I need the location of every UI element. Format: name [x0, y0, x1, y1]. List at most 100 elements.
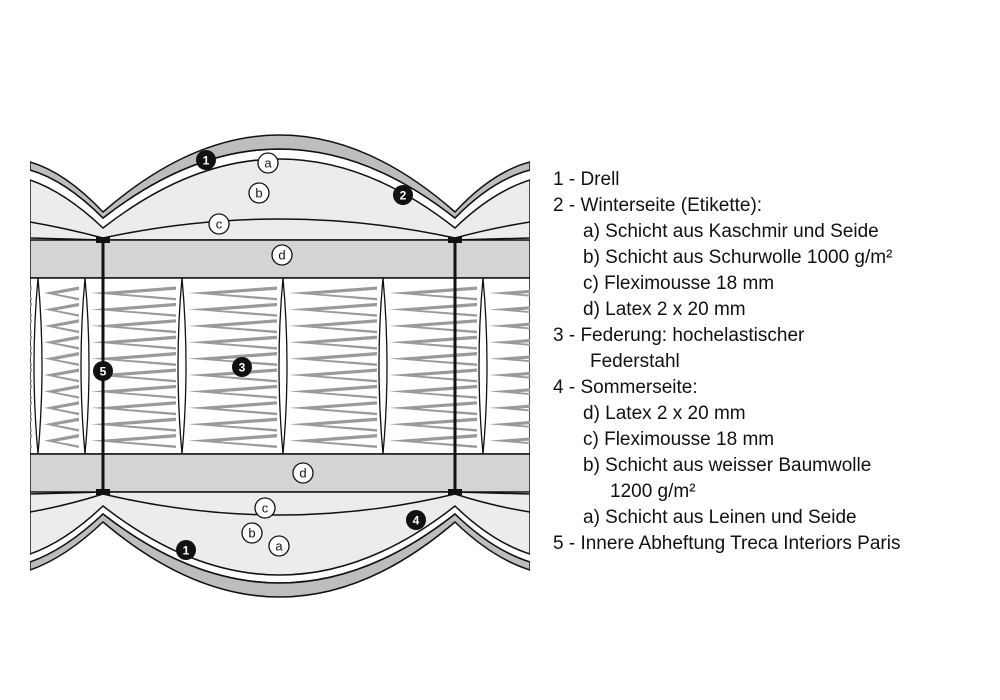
spring-coil [289, 384, 377, 399]
spring-coil [91, 319, 176, 334]
letter-label: c [216, 217, 223, 232]
spring-coil [489, 339, 530, 346]
callout-label: 5 [100, 365, 107, 379]
spring-coil [289, 335, 377, 350]
letter-d-bottom: d [292, 462, 314, 484]
spring-coil [188, 368, 277, 383]
letter-label: a [264, 156, 272, 171]
letter-a-bottom: a [268, 535, 290, 557]
letter-d-top: d [271, 244, 293, 266]
spring-coil [44, 335, 79, 350]
spring-coil [188, 417, 277, 432]
letter-label: d [278, 248, 285, 263]
spring-coil [30, 417, 32, 432]
legend: 1 - Drell 2 - Winterseite (Etikette): a)… [553, 167, 900, 557]
spring-coil [188, 384, 277, 399]
callout-1-bottom: 1 [176, 540, 196, 560]
callout-label: 3 [239, 361, 246, 375]
spring-coil [91, 352, 176, 366]
spring-coil [188, 335, 277, 350]
spring-coil [30, 434, 32, 448]
legend-item-abheftung: 5 - Innere Abheftung Treca Interiors Par… [553, 533, 901, 554]
spring-coil [30, 302, 32, 317]
spring-coil [489, 289, 530, 297]
bottom-latex-layer [30, 453, 530, 493]
legend-item-federung: 3 - Federung: hochelastischer [553, 325, 805, 346]
spring-coil [44, 319, 79, 334]
spring-coil [91, 417, 176, 432]
spring-core [30, 277, 530, 455]
spring-coil [289, 319, 377, 334]
spring-coil [44, 401, 79, 416]
spring-coil [44, 302, 79, 317]
top-layer-c-line [30, 218, 530, 239]
spring-coil [91, 335, 176, 350]
legend-item-winterseite: 2 - Winterseite (Etikette): [553, 195, 763, 216]
callout-3: 3 [232, 357, 252, 377]
spring-coil [30, 401, 32, 416]
legend-item-federung-cont: Federstahl [590, 351, 680, 372]
spring-coil [489, 322, 530, 330]
spring-coil [30, 368, 32, 383]
spring-coil [188, 352, 277, 366]
spring-coil [289, 286, 377, 301]
spring-coil [289, 302, 377, 317]
spring-coil [489, 437, 530, 445]
legend-item-sommer-c: c) Fleximousse 18 mm [583, 429, 775, 450]
top-layer-b [30, 158, 530, 241]
letter-c-bottom: c [254, 497, 276, 519]
legend-item-winter-d: d) Latex 2 x 20 mm [583, 299, 746, 320]
spring-coil [30, 384, 32, 399]
callout-label: 1 [183, 544, 190, 558]
spring-coil [30, 319, 32, 334]
legend-item-winter-a: a) Schicht aus Kaschmir und Seide [583, 221, 879, 242]
spring-coil [489, 421, 530, 428]
letter-b-bottom: b [241, 522, 263, 544]
letter-label: d [299, 466, 306, 481]
pocket-walls [33, 277, 488, 455]
bottom-cover-drell [30, 513, 530, 598]
legend-item-sommerseite: 4 - Sommerseite: [553, 377, 698, 398]
letter-label: b [255, 186, 262, 201]
spring-coil [289, 352, 377, 366]
spring-coil [30, 286, 32, 301]
letter-b-top: b [248, 182, 270, 204]
spring-coil [188, 319, 277, 334]
spring-coil [289, 368, 377, 383]
spring-coil [188, 286, 277, 301]
spring-coil [30, 352, 32, 366]
callout-5: 5 [93, 361, 113, 381]
spring-coil [489, 371, 530, 379]
legend-item-sommer-b-cont: 1200 g/m² [610, 481, 696, 502]
spring-coil [489, 306, 530, 313]
letter-a-top: a [257, 152, 279, 174]
letter-label: b [248, 526, 255, 541]
spring-coil [188, 302, 277, 317]
callout-1-top: 1 [196, 150, 216, 170]
spring-coil [489, 388, 530, 395]
callout-label: 2 [400, 189, 407, 203]
bottom-layer-c-line [30, 493, 530, 516]
letter-label: c [262, 501, 269, 516]
spring-coil [289, 401, 377, 416]
spring-coil [91, 384, 176, 399]
legend-item-winter-b: b) Schicht aus Schurwolle 1000 g/m² [583, 247, 893, 268]
spring-coil [44, 352, 79, 366]
bottom-layers [30, 491, 530, 598]
callout-4: 4 [406, 510, 426, 530]
callout-2: 2 [393, 185, 413, 205]
top-cover-drell [30, 134, 530, 220]
spring-coil [44, 384, 79, 399]
bottom-layer-b [30, 491, 530, 576]
spring-coil [289, 434, 377, 448]
letter-c-top: c [208, 213, 230, 235]
spring-coil [44, 417, 79, 432]
letter-label: a [275, 539, 283, 554]
legend-item-sommer-d: d) Latex 2 x 20 mm [583, 403, 746, 424]
spring-coil [188, 401, 277, 416]
legend-item-sommer-a: a) Schicht aus Leinen und Seide [583, 507, 857, 528]
spring-coil [91, 368, 176, 383]
callout-label: 4 [413, 514, 420, 528]
spring-coil [289, 417, 377, 432]
